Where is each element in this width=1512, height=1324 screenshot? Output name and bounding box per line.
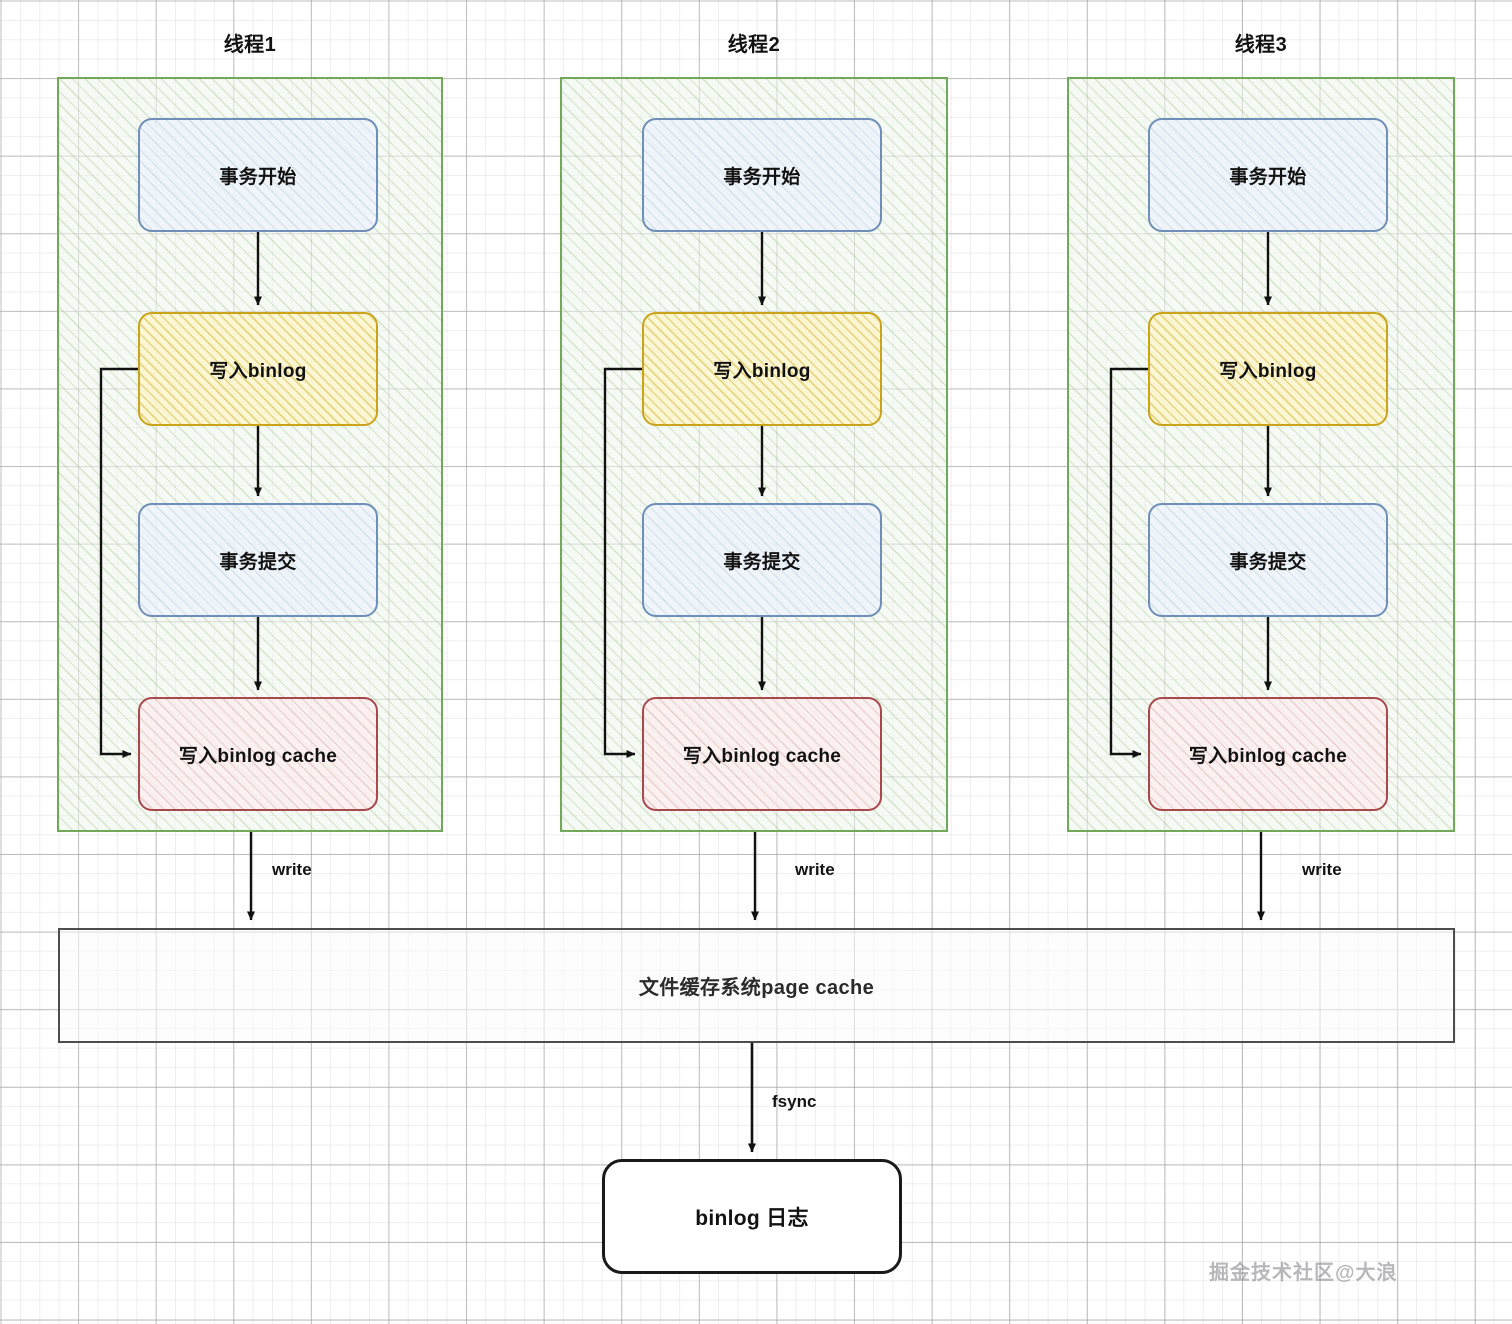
watermark: 掘金技术社区@大浪	[1209, 1262, 1398, 1284]
node-label: 写入binlog	[1219, 360, 1317, 382]
node-tx-commit-2[interactable]: 事务提交	[642, 503, 882, 617]
node-label: 写入binlog	[713, 360, 811, 382]
node-binlog-file[interactable]: binlog 日志	[602, 1159, 902, 1274]
node-write-binlog-2[interactable]: 写入binlog	[642, 312, 882, 426]
edge-label-write-3: write	[1302, 860, 1342, 879]
node-label: 写入binlog	[209, 360, 307, 382]
node-label: 写入binlog cache	[682, 745, 842, 767]
edge-label-write-1: write	[272, 860, 312, 879]
node-binlog-cache-3[interactable]: 写入binlog cache	[1148, 697, 1388, 811]
thread-title-2: 线程2	[727, 34, 781, 56]
node-tx-begin-2[interactable]: 事务开始	[642, 118, 882, 232]
node-label: 事务提交	[1229, 551, 1307, 573]
node-label: 写入binlog cache	[178, 745, 338, 767]
node-tx-commit-3[interactable]: 事务提交	[1148, 503, 1388, 617]
node-label: 事务开始	[219, 166, 297, 188]
node-write-binlog-1[interactable]: 写入binlog	[138, 312, 378, 426]
page-cache-bar[interactable]: 文件缓存系统page cache	[58, 928, 1455, 1043]
node-label: 写入binlog cache	[1188, 745, 1348, 767]
node-tx-begin-3[interactable]: 事务开始	[1148, 118, 1388, 232]
node-label: 事务开始	[723, 166, 801, 188]
node-label: 事务提交	[723, 551, 801, 573]
page-cache-label: 文件缓存系统page cache	[638, 977, 875, 999]
edge-label-write-2: write	[795, 860, 835, 879]
node-label: binlog 日志	[695, 1206, 809, 1230]
edge-label-fsync: fsync	[772, 1092, 817, 1111]
thread-title-1: 线程1	[223, 34, 277, 56]
node-write-binlog-3[interactable]: 写入binlog	[1148, 312, 1388, 426]
node-label: 事务开始	[1229, 166, 1307, 188]
thread-title-3: 线程3	[1234, 34, 1288, 56]
node-binlog-cache-1[interactable]: 写入binlog cache	[138, 697, 378, 811]
node-binlog-cache-2[interactable]: 写入binlog cache	[642, 697, 882, 811]
node-label: 事务提交	[219, 551, 297, 573]
node-tx-commit-1[interactable]: 事务提交	[138, 503, 378, 617]
node-tx-begin-1[interactable]: 事务开始	[138, 118, 378, 232]
